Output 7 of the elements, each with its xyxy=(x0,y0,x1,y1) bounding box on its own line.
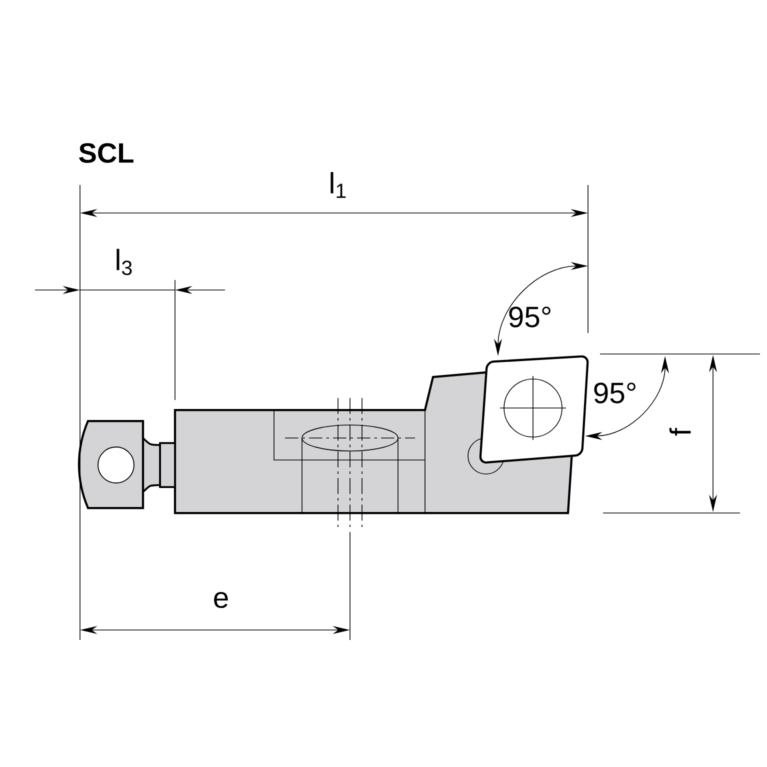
title: SCL xyxy=(79,143,134,163)
dimension-label: e xyxy=(214,592,228,608)
dimension-label: l$_{1}$ xyxy=(330,172,346,198)
angle-label: 95° xyxy=(594,382,636,404)
dimension-label: f xyxy=(669,428,691,436)
angle-label: 95° xyxy=(509,306,550,328)
dimension-label: l$_{3}$ xyxy=(116,248,132,276)
